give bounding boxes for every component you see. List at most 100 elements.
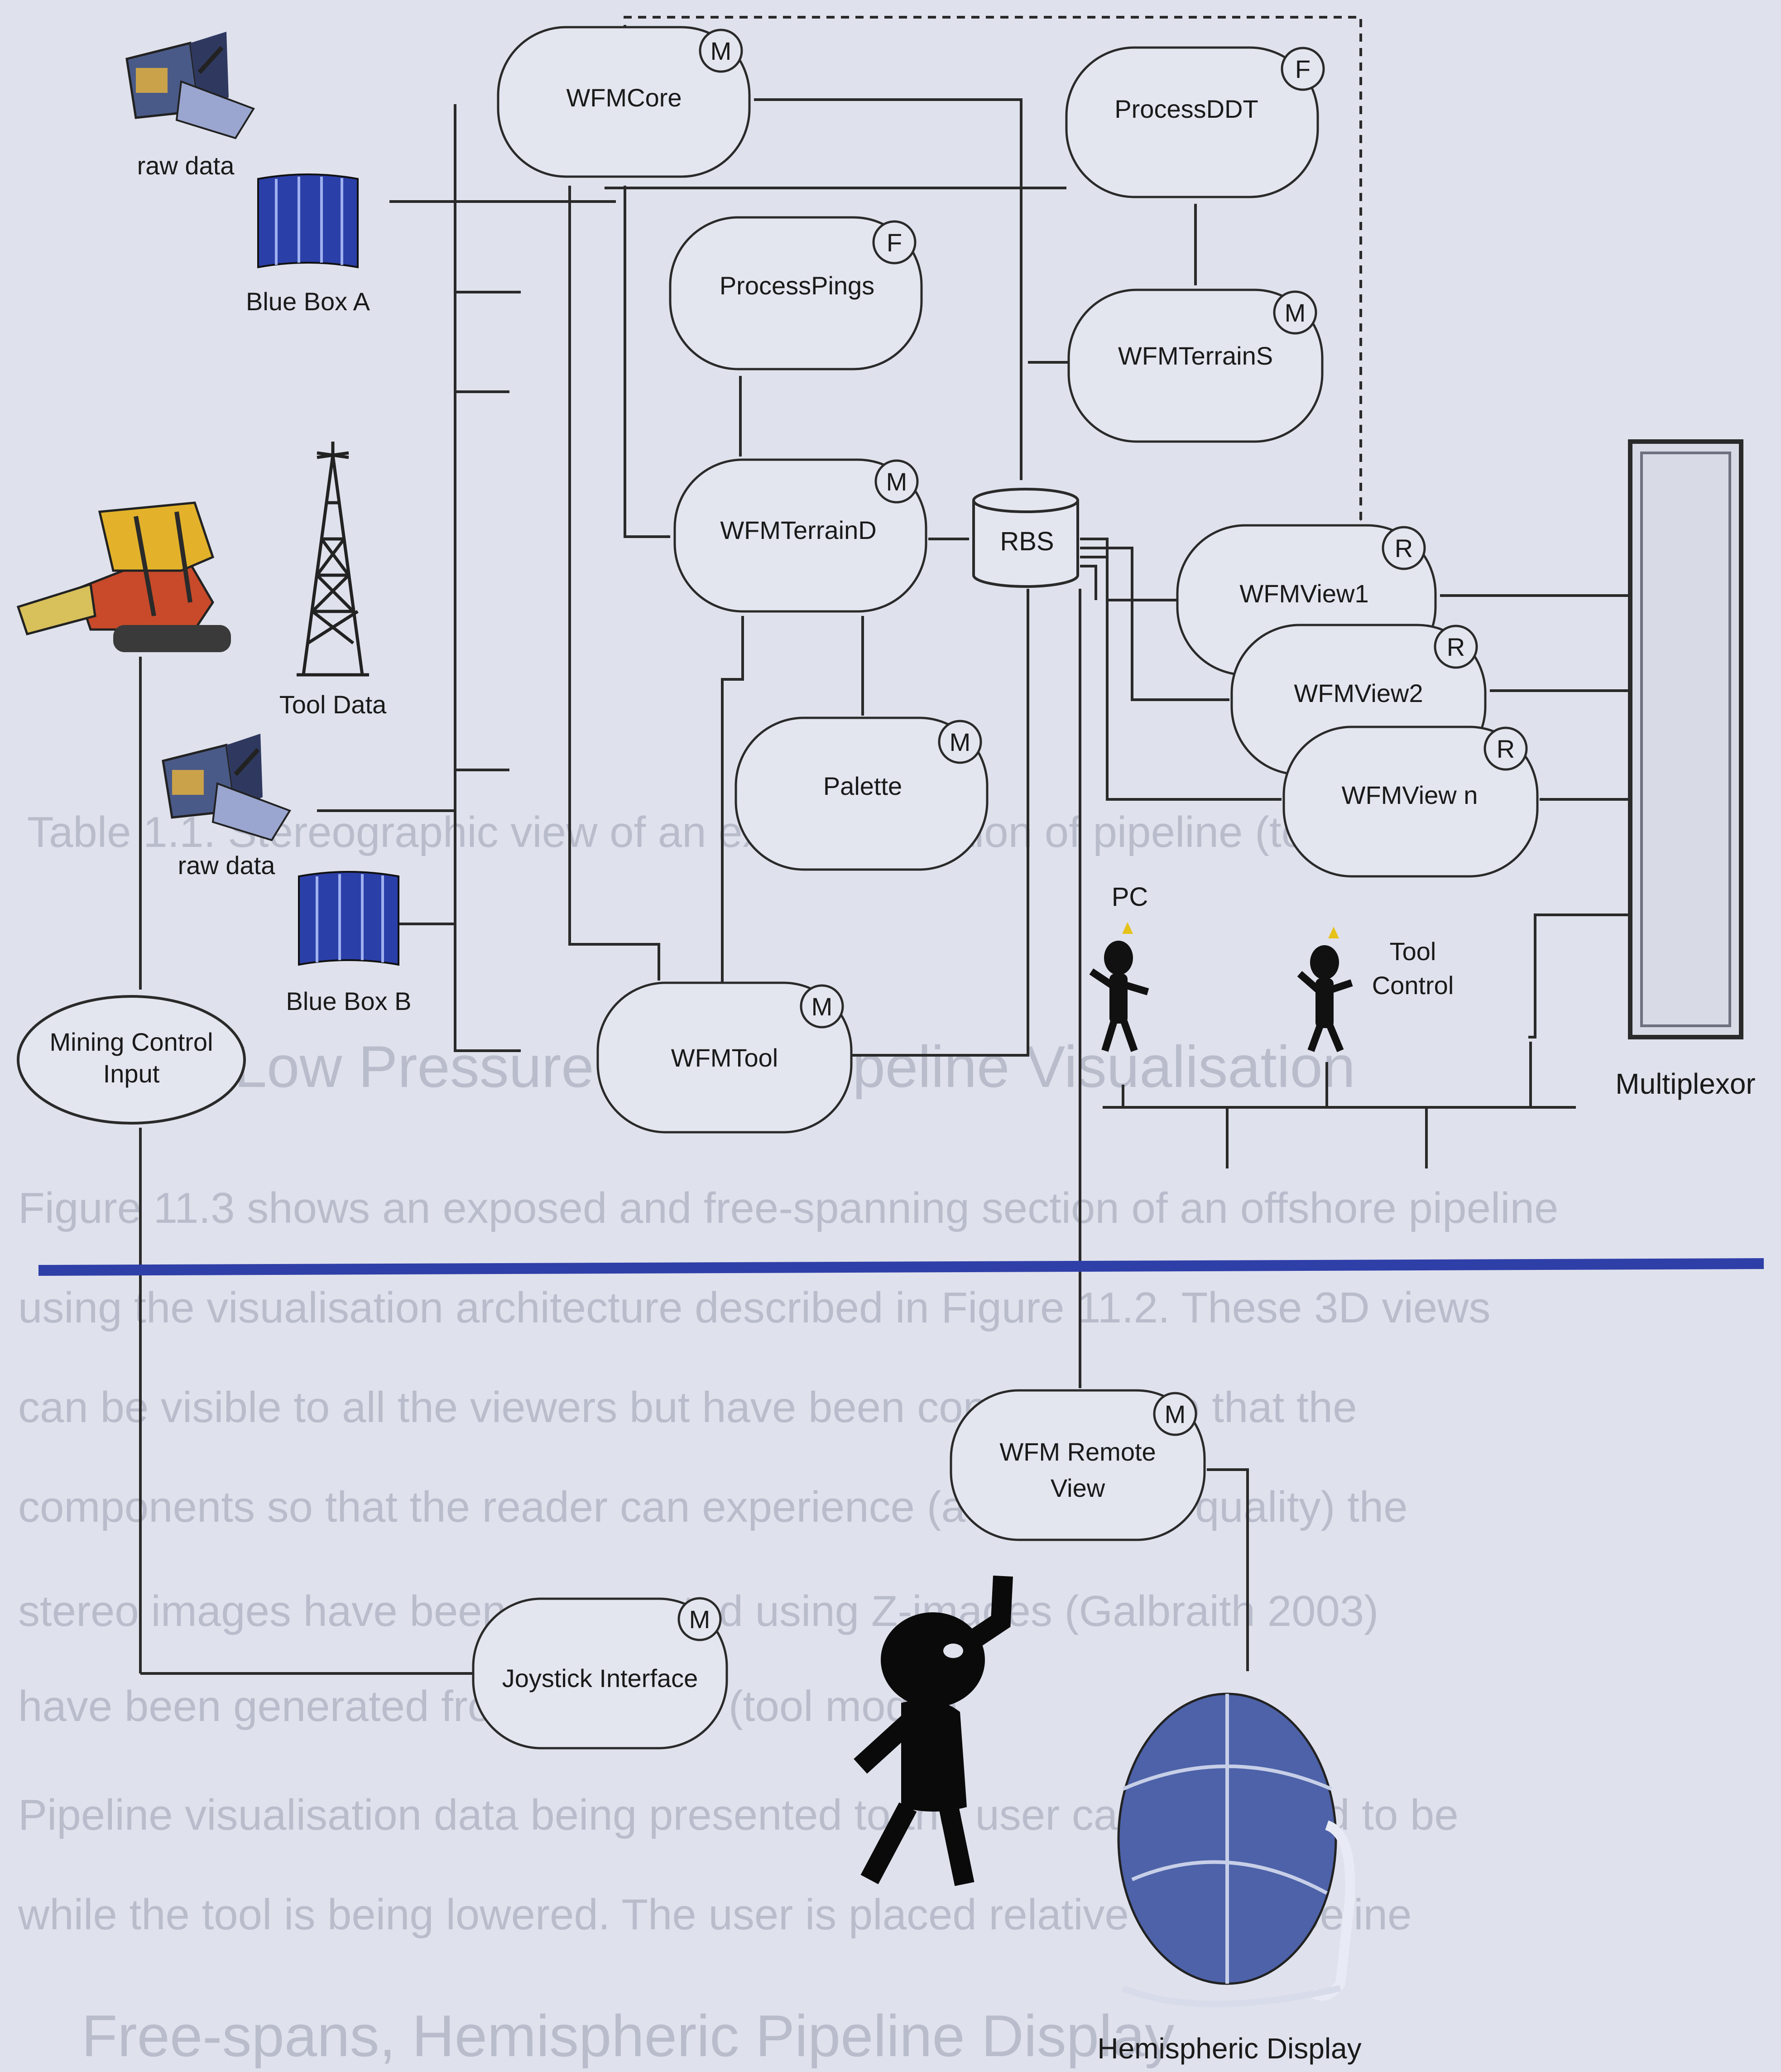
process-type-badge-letter: M [1285, 298, 1306, 327]
pc-user-icon [1089, 922, 1149, 1052]
link-rbs-view2 [1080, 547, 1230, 702]
tool-control-label-line1: Tool [1390, 937, 1436, 966]
process-label: WFM Remote [999, 1437, 1156, 1466]
process-type-badge [872, 220, 917, 264]
pc-label: PC [1112, 882, 1148, 912]
process-box-palette[interactable]: Palette M [734, 716, 989, 871]
link-tool-terraind [720, 615, 744, 983]
rbs-label: RBS [1000, 527, 1054, 556]
link-core-terraind [623, 185, 671, 538]
link-core-tool [568, 185, 661, 981]
process-type-badge-letter: M [710, 37, 732, 65]
blue-box-a-label: Blue Box A [246, 287, 370, 316]
trunk-to-wfmtool [454, 104, 521, 1053]
bleed-line: Figure 11.3 shows an exposed and free-sp… [18, 1184, 1558, 1232]
process-box-wfmcore[interactable]: WFMCore M [497, 26, 751, 178]
process-type-badge-letter: M [811, 992, 833, 1021]
process-type-badge [1153, 1392, 1197, 1436]
process-label: WFMTerrainD [720, 516, 876, 544]
link-core-rbs [754, 98, 1023, 481]
process-type-badge-letter: R [1395, 534, 1413, 562]
mining-control-label-line1: Mining Control [49, 1028, 213, 1056]
process-label: WFMView n [1342, 781, 1478, 809]
process-box-outline [596, 981, 853, 1134]
process-box-wfmview1[interactable]: WFMView1 R [1176, 524, 1437, 676]
process-type-badge [1434, 625, 1478, 669]
process-label: View [1051, 1474, 1105, 1502]
process-box-processddt[interactable]: ProcessDDT F [1065, 46, 1325, 198]
process-type-badge [1273, 290, 1317, 335]
blue-box-b-label: Blue Box B [286, 987, 411, 1015]
mining-control-label-line2: Input [103, 1059, 160, 1088]
tool-data-label: Tool Data [279, 690, 387, 719]
surface-subsea-divider [38, 1258, 1764, 1276]
mining-tool-icon [16, 501, 231, 652]
process-type-badge-letter: F [1295, 55, 1311, 83]
connections [139, 16, 1628, 1675]
process-box-outline [497, 26, 751, 178]
satellite-icon [125, 32, 255, 139]
process-box-outline [472, 1597, 728, 1750]
process-label: WFMView2 [1294, 679, 1423, 707]
process-type-badge [699, 29, 743, 73]
process-box-outline [950, 1389, 1206, 1541]
process-label: WFMView1 [1239, 579, 1368, 608]
bleed-line: using the visualisation architecture des… [18, 1284, 1490, 1332]
process-label: Palette [823, 772, 902, 800]
process-label: ProcessDDT [1114, 95, 1258, 123]
process-label: WFMCore [566, 83, 682, 112]
link-rbs-viewn [1080, 556, 1282, 801]
multiplexor-label: Multiplexor [1615, 1067, 1755, 1100]
server-icon [257, 173, 359, 269]
raw-data-b-label: raw data [178, 851, 276, 880]
process-box-outline [1065, 46, 1319, 198]
process-label: WFMTool [671, 1043, 778, 1072]
process-box-joystick[interactable]: Joystick Interface M [472, 1597, 728, 1750]
process-type-badge [874, 459, 919, 504]
process-type-badge-letter: F [887, 228, 902, 257]
process-type-badge [1382, 526, 1426, 570]
process-type-badge [938, 720, 982, 764]
process-type-badge-letter: M [886, 467, 907, 496]
multiplexor[interactable]: Multiplexor [1615, 439, 1756, 1100]
link-network-mux [1528, 913, 1628, 1038]
satellite-icon [162, 734, 291, 841]
process-box-outline [1282, 726, 1539, 878]
server-icon [298, 871, 399, 966]
process-box-outline [734, 716, 989, 871]
process-box-outline [669, 216, 923, 370]
process-type-badge [800, 984, 844, 1029]
link-remote-display [1207, 1468, 1249, 1671]
tool-control-label-line2: Control [1372, 971, 1454, 1000]
tool-control-user-icon [1297, 927, 1353, 1053]
mining-control-input[interactable]: Mining Control Input [17, 995, 246, 1125]
process-box-outline [673, 458, 927, 613]
joystick-user-icon [854, 1575, 1013, 1886]
link-tool-rbs [842, 588, 1030, 1057]
process-box-wfmterraind[interactable]: WFMTerrainD M [673, 458, 927, 613]
radio-tower-icon [297, 442, 369, 677]
process-label: Joystick Interface [502, 1664, 698, 1692]
process-label: ProcessPings [720, 271, 874, 300]
hemispheric-display-icon [1117, 1692, 1355, 2007]
process-type-badge-letter: M [950, 728, 971, 756]
hemispheric-display-label: Hemispheric Display [1097, 2032, 1361, 2065]
process-box-processpings[interactable]: ProcessPings F [669, 216, 923, 370]
process-type-badge [677, 1597, 722, 1641]
process-type-badge [1281, 47, 1325, 91]
process-type-badge-letter: R [1447, 633, 1465, 661]
process-box-wfmviewn[interactable]: WFMView n R [1282, 726, 1539, 878]
process-boxes: WFMCoreMProcessDDTFProcessPingsFWFMTerra… [472, 26, 1539, 1750]
process-box-outline [1067, 288, 1324, 443]
process-type-badge-letter: M [689, 1605, 710, 1634]
process-type-badge-letter: R [1497, 735, 1515, 763]
process-type-badge-letter: M [1165, 1400, 1186, 1428]
process-box-wfmterrains[interactable]: WFMTerrainS M [1067, 288, 1324, 443]
raw-data-a-label: raw data [137, 151, 235, 180]
rbs-store[interactable]: RBS [972, 488, 1079, 588]
process-box-wfmtool[interactable]: WFMTool M [596, 981, 853, 1134]
process-label: WFMTerrainS [1118, 341, 1273, 370]
bleed-line: Free-spans, Hemispheric Pipeline Display [82, 2003, 1174, 2069]
